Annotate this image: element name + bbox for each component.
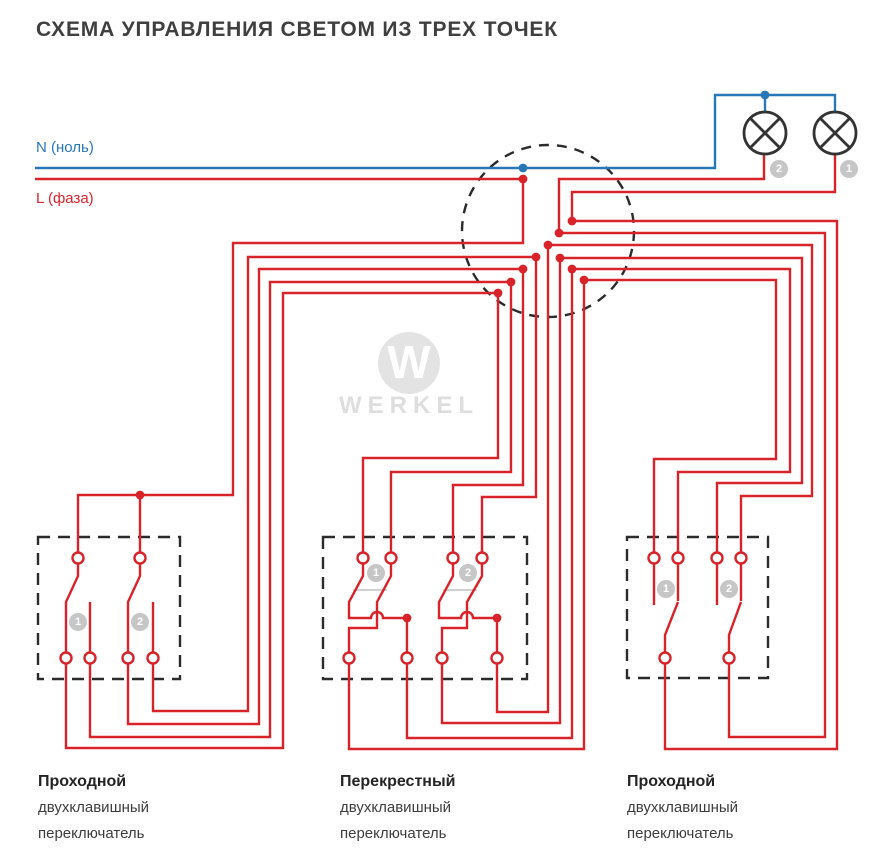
caption-line: переключатель [340, 825, 447, 842]
wire-traveler-5 [347, 278, 778, 751]
lamp1-number-badge: 1 [840, 160, 858, 178]
middle-switch-box [321, 535, 529, 681]
right-switch-key1-badge: 1 [657, 580, 675, 598]
caption-line: переключатель [627, 825, 734, 842]
splice-dots-blue [518, 90, 770, 173]
neutral-wire [35, 93, 837, 170]
wire-phase-feed [35, 177, 525, 552]
wire-lamp1-return [570, 155, 839, 751]
caption-line: двухклавишный [627, 799, 739, 816]
middle-switch-caption: Перекрестный двухклавишный переключатель [340, 769, 455, 847]
phase-line-label: L (фаза) [36, 190, 94, 207]
wire-traveler-8 [495, 243, 814, 714]
wire-traveler-1 [151, 255, 538, 713]
caption-line: Проходной [38, 773, 127, 790]
right-switch-caption: Проходной двухклавишный переключатель [627, 769, 738, 847]
wire-lamp2-return [557, 155, 827, 739]
wire-traveler-3 [88, 280, 513, 739]
middle-switch-key1-badge: 1 [367, 564, 385, 582]
werkel-brand-text: WERKEL [339, 392, 479, 419]
splice-dots-red [135, 174, 589, 623]
left-switch-box [36, 535, 182, 681]
lamp2-number-badge: 2 [770, 160, 788, 178]
left-switch-caption: Проходной двухклавишный переключатель [38, 769, 149, 847]
wire-traveler-7 [440, 256, 804, 725]
wire-traveler-4 [64, 291, 500, 750]
caption-line: двухклавишный [340, 799, 452, 816]
caption-line: Перекрестный [340, 773, 456, 790]
werkel-logo-icon: W [378, 332, 440, 394]
caption-line: Проходной [627, 773, 716, 790]
left-switch-key1-badge: 1 [69, 613, 87, 631]
wire-traveler-6 [405, 267, 792, 740]
lamp-2-icon [742, 110, 788, 156]
terminal-pins [59, 551, 748, 665]
left-switch-key2-badge: 2 [131, 613, 149, 631]
neutral-line-label: N (ноль) [36, 139, 94, 156]
wire-traveler-2 [126, 267, 525, 726]
caption-line: переключатель [38, 825, 145, 842]
right-switch-key2-badge: 2 [720, 580, 738, 598]
right-switch-box [625, 535, 770, 680]
page-title: СХЕМА УПРАВЛЕНИЯ СВЕТОМ ИЗ ТРЕХ ТОЧЕК [36, 18, 558, 41]
middle-switch-key2-badge: 2 [459, 564, 477, 582]
lamp-1-icon [812, 110, 858, 156]
caption-line: двухклавишный [38, 799, 150, 816]
